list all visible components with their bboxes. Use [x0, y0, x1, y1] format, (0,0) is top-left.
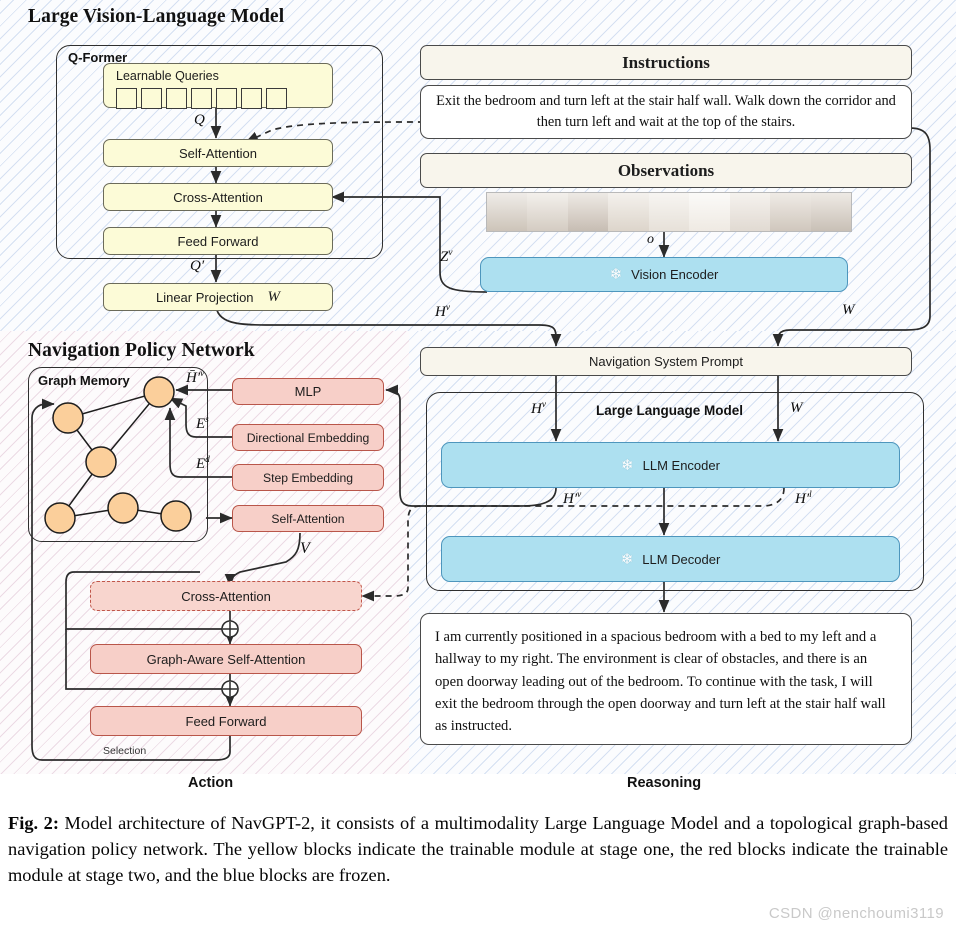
pano-tile: [729, 193, 771, 231]
pano-tile: [770, 193, 811, 231]
llm-encoder-block[interactable]: ❄ LLM Encoder: [441, 442, 900, 488]
qformer-feed-forward-block[interactable]: Feed Forward: [103, 227, 333, 255]
residual-add-symbols: [221, 620, 239, 698]
math-label-V: V: [300, 540, 310, 557]
pano-tile: [608, 193, 649, 231]
instructions-header: Instructions: [420, 45, 912, 80]
snowflake-icon: ❄: [621, 456, 634, 474]
pano-tile: [648, 193, 690, 231]
policy-self-attention-block[interactable]: Self-Attention: [232, 505, 384, 532]
vision-encoder-block[interactable]: ❄ Vision Encoder: [480, 257, 848, 292]
watermark: CSDN @nenchoumi3119: [768, 905, 944, 922]
math-label-H-prime-v: H′v: [563, 490, 582, 507]
query-cell: [241, 88, 262, 109]
vlm-section-title: Large Vision-Language Model: [28, 6, 285, 27]
llm-decoder-label: LLM Decoder: [642, 551, 721, 567]
action-label: Action: [188, 775, 234, 791]
instructions-text: Exit the bedroom and turn left at the st…: [420, 85, 912, 139]
directional-embedding-block[interactable]: Directional Embedding: [232, 424, 384, 451]
linear-projection-label: Linear Projection: [155, 289, 254, 305]
pano-tile: [487, 193, 528, 231]
math-label-W-right: W: [842, 302, 855, 318]
math-label-Es: Es: [196, 415, 209, 432]
qformer-self-attention-block[interactable]: Self-Attention: [103, 139, 333, 167]
math-label-Hv-left: Hv: [435, 303, 450, 320]
graph-node: [107, 492, 139, 524]
q-former-label: Q-Former: [68, 50, 128, 65]
selection-label: Selection: [103, 745, 147, 757]
graph-node: [160, 500, 192, 532]
qformer-cross-attention-block[interactable]: Cross-Attention: [103, 183, 333, 211]
figure-caption: Fig. 2: Model architecture of NavGPT-2, …: [8, 810, 948, 888]
graph-node: [44, 502, 76, 534]
figure-caption-text: Model architecture of NavGPT-2, it consi…: [8, 813, 948, 886]
graph-memory-container: [28, 367, 208, 542]
figure-label: Fig. 2:: [8, 813, 59, 833]
math-label-H-prime-l: H′l: [795, 490, 812, 507]
snowflake-icon: ❄: [609, 266, 623, 283]
learnable-queries-label: Learnable Queries: [116, 69, 219, 83]
snowflake-icon: ❄: [620, 550, 634, 568]
observation-panorama: [486, 192, 852, 232]
query-cell: [141, 88, 162, 109]
graph-memory-graph: [44, 376, 192, 534]
policy-section-title: Navigation Policy Network: [28, 340, 255, 361]
query-cell: [191, 88, 212, 109]
llm-encoder-label: LLM Encoder: [642, 457, 720, 473]
math-label-Hv-llm: Hv: [531, 400, 546, 417]
llm-output-text: I am currently positioned in a spacious …: [420, 613, 912, 745]
pano-tile: [689, 193, 730, 231]
graph-node: [85, 446, 117, 478]
llm-decoder-block[interactable]: ❄ LLM Decoder: [441, 536, 900, 582]
pano-tile: [567, 193, 609, 231]
llm-title: Large Language Model: [596, 403, 744, 418]
graph-node: [143, 376, 175, 408]
learnable-queries-block[interactable]: Learnable Queries: [103, 63, 333, 109]
query-cell: [216, 88, 237, 109]
policy-cross-attention-block[interactable]: Cross-Attention: [90, 581, 362, 611]
policy-mlp-block[interactable]: MLP: [232, 378, 384, 405]
vision-encoder-label: Vision Encoder: [631, 267, 719, 282]
llm-container: [426, 392, 924, 591]
graph-aware-self-attention-block[interactable]: Graph-Aware Self-Attention: [90, 644, 362, 674]
linear-projection-symbol: W: [267, 288, 281, 305]
query-cell: [166, 88, 187, 109]
pano-tile: [810, 193, 851, 231]
navigation-system-prompt-block[interactable]: Navigation System Prompt: [420, 347, 912, 376]
query-cell: [266, 88, 287, 109]
linear-projection-block[interactable]: Linear Projection W: [103, 283, 333, 311]
observations-header: Observations: [420, 153, 912, 188]
step-embedding-block[interactable]: Step Embedding: [232, 464, 384, 491]
graph-memory-label: Graph Memory: [38, 373, 130, 388]
math-label-Ed: Ed: [196, 455, 210, 472]
graph-node: [52, 402, 84, 434]
math-label-W-llm: W: [790, 400, 803, 416]
policy-feed-forward-block[interactable]: Feed Forward: [90, 706, 362, 736]
reasoning-label: Reasoning: [627, 775, 702, 791]
query-cell: [116, 88, 137, 109]
q-former-container: [56, 45, 383, 259]
pano-tile: [527, 193, 568, 231]
learnable-query-cells: [116, 88, 287, 109]
math-label-Q-prime: Q′: [190, 258, 205, 274]
math-label-o: o: [647, 232, 654, 247]
math-label-Zv: Zv: [440, 248, 453, 265]
math-label-H-bar-prime-v: H̄′v: [186, 369, 205, 386]
math-label-Q: Q: [194, 112, 205, 128]
